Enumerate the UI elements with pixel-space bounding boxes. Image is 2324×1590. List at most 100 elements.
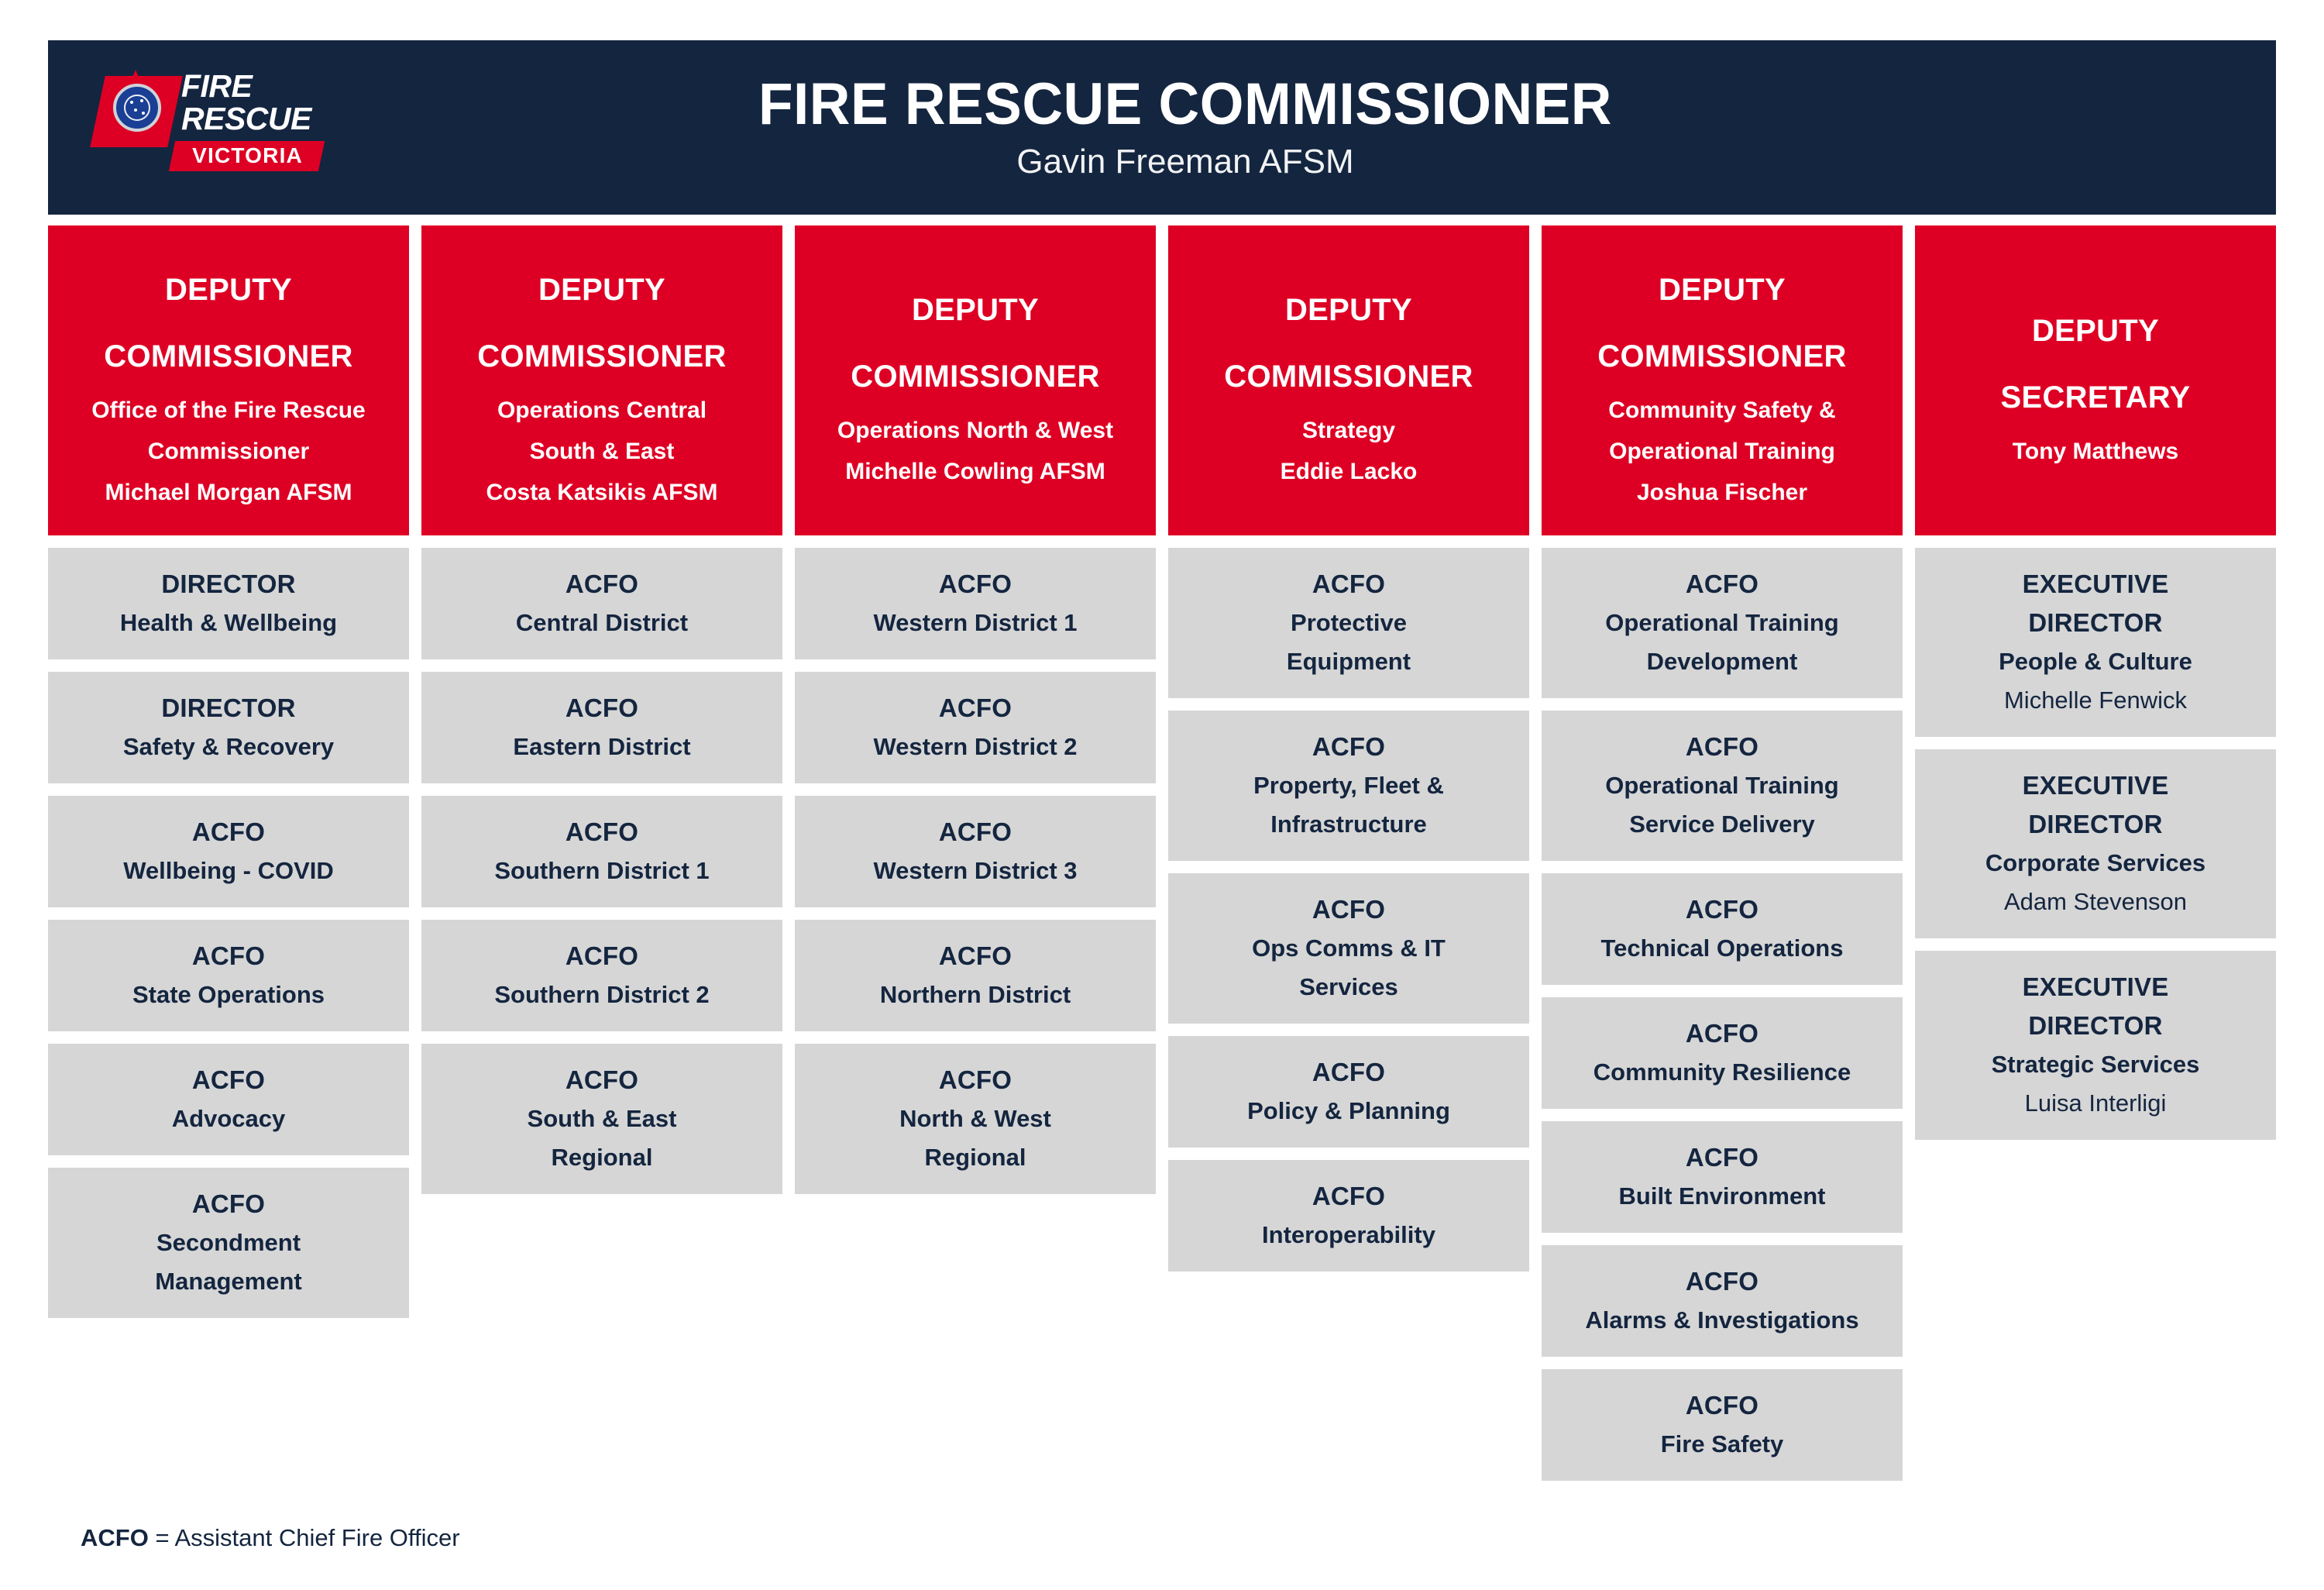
- node-description: Technical Operations: [1600, 934, 1844, 962]
- node-description: Fire Safety: [1660, 1430, 1784, 1458]
- star-icon: [140, 99, 143, 102]
- column-role-line-2: COMMISSIONER: [477, 339, 727, 373]
- column-subtitle-1: Community Safety &: [1608, 397, 1836, 423]
- column-role-line-1: DEPUTY: [164, 272, 293, 307]
- node-description-line-2: Equipment: [1286, 648, 1411, 675]
- org-column: DEPUTY COMMISSIONER Office of the Fire Res…: [48, 225, 409, 1318]
- node-role: ACFO: [565, 941, 639, 970]
- node-role: EXECUTIVE: [2022, 972, 2169, 1001]
- node-role: ACFO: [1685, 895, 1759, 924]
- node-role: ACFO: [1685, 1391, 1759, 1420]
- column-role-line-1: DEPUTY: [2031, 313, 2160, 348]
- column-header-card[interactable]: DEPUTY COMMISSIONER Office of the Fire Res…: [48, 225, 409, 535]
- column-subtitle-2: Commissioner: [147, 438, 310, 464]
- node-description: Safety & Recovery: [122, 733, 335, 760]
- column-subtitle-3: Costa Katsikis AFSM: [486, 479, 718, 505]
- node-description: Property, Fleet &: [1253, 772, 1444, 799]
- node-role-line-2: DIRECTOR: [2028, 810, 2163, 838]
- org-node[interactable]: ACFO Eastern District: [421, 672, 782, 783]
- node-role: ACFO: [1685, 570, 1759, 598]
- node-description: Alarms & Investigations: [1585, 1306, 1859, 1334]
- star-icon: [134, 108, 137, 112]
- node-description-line-2: Regional: [551, 1144, 653, 1171]
- node-description-line-2: Management: [155, 1268, 302, 1295]
- node-description: Corporate Services: [1985, 849, 2206, 876]
- org-node[interactable]: ACFO Technical Operations: [1542, 873, 1903, 985]
- column-role-line-1: DEPUTY: [538, 272, 666, 307]
- node-role: ACFO: [1312, 732, 1386, 761]
- header-title-block: FIRE RESCUE COMMISSIONER Gavin Freeman A…: [48, 71, 2276, 184]
- legend-abbrev: ACFO: [81, 1524, 149, 1551]
- org-node[interactable]: ACFO Alarms & Investigations: [1542, 1245, 1903, 1357]
- node-role: ACFO: [938, 941, 1012, 970]
- node-description: Secondment: [156, 1229, 301, 1256]
- node-description: Interoperability: [1262, 1221, 1435, 1248]
- column-role-line-2: COMMISSIONER: [104, 339, 353, 373]
- node-description-line-2: Development: [1646, 648, 1798, 675]
- node-description: Operational Training: [1605, 609, 1839, 636]
- node-role: ACFO: [938, 693, 1012, 722]
- node-description: Operational Training: [1605, 772, 1839, 799]
- column-subtitle-3: Joshua Fischer: [1636, 479, 1808, 505]
- column-role-line-1: DEPUTY: [1658, 272, 1786, 307]
- node-role: ACFO: [1312, 1182, 1386, 1210]
- node-description: Eastern District: [513, 733, 691, 760]
- org-node[interactable]: ACFO Fire Safety: [1542, 1369, 1903, 1481]
- node-description: North & West: [899, 1105, 1051, 1132]
- column-subtitle-2: Operational Training: [1609, 438, 1835, 464]
- node-role: ACFO: [1312, 895, 1386, 924]
- emblem-inner-icon: [124, 95, 150, 121]
- node-role: ACFO: [1685, 1019, 1759, 1048]
- node-role-line-2: DIRECTOR: [2028, 1011, 2163, 1040]
- column-subtitle-1: Office of the Fire Rescue: [91, 397, 366, 423]
- node-role: ACFO: [565, 817, 639, 846]
- node-description-line-2: Infrastructure: [1270, 810, 1427, 838]
- legend-text: = Assistant Chief Fire Officer: [148, 1524, 460, 1551]
- column-subtitle-1: Strategy: [1301, 418, 1396, 443]
- node-role: ACFO: [1685, 1267, 1759, 1296]
- org-node[interactable]: ACFO Interoperability: [1168, 1160, 1529, 1272]
- node-role: ACFO: [938, 1065, 1012, 1094]
- node-role: ACFO: [565, 693, 639, 722]
- org-chart-root: FIRE RESCUE VICTORIA FIRE RESCUE COMMISS…: [0, 40, 2324, 1590]
- node-description: People & Culture: [1999, 648, 2192, 675]
- org-node[interactable]: ACFO Property, Fleet & Infrastructure: [1168, 711, 1529, 861]
- column-role-line-2: SECRETARY: [2000, 380, 2191, 415]
- node-role: ACFO: [938, 817, 1012, 846]
- node-role: ACFO: [191, 817, 266, 846]
- node-person-name: Michelle Fenwick: [2003, 687, 2187, 714]
- column-subtitle-1: Operations North & West: [837, 418, 1114, 443]
- node-description: State Operations: [132, 981, 325, 1008]
- page-title: FIRE RESCUE COMMISSIONER: [758, 71, 1612, 137]
